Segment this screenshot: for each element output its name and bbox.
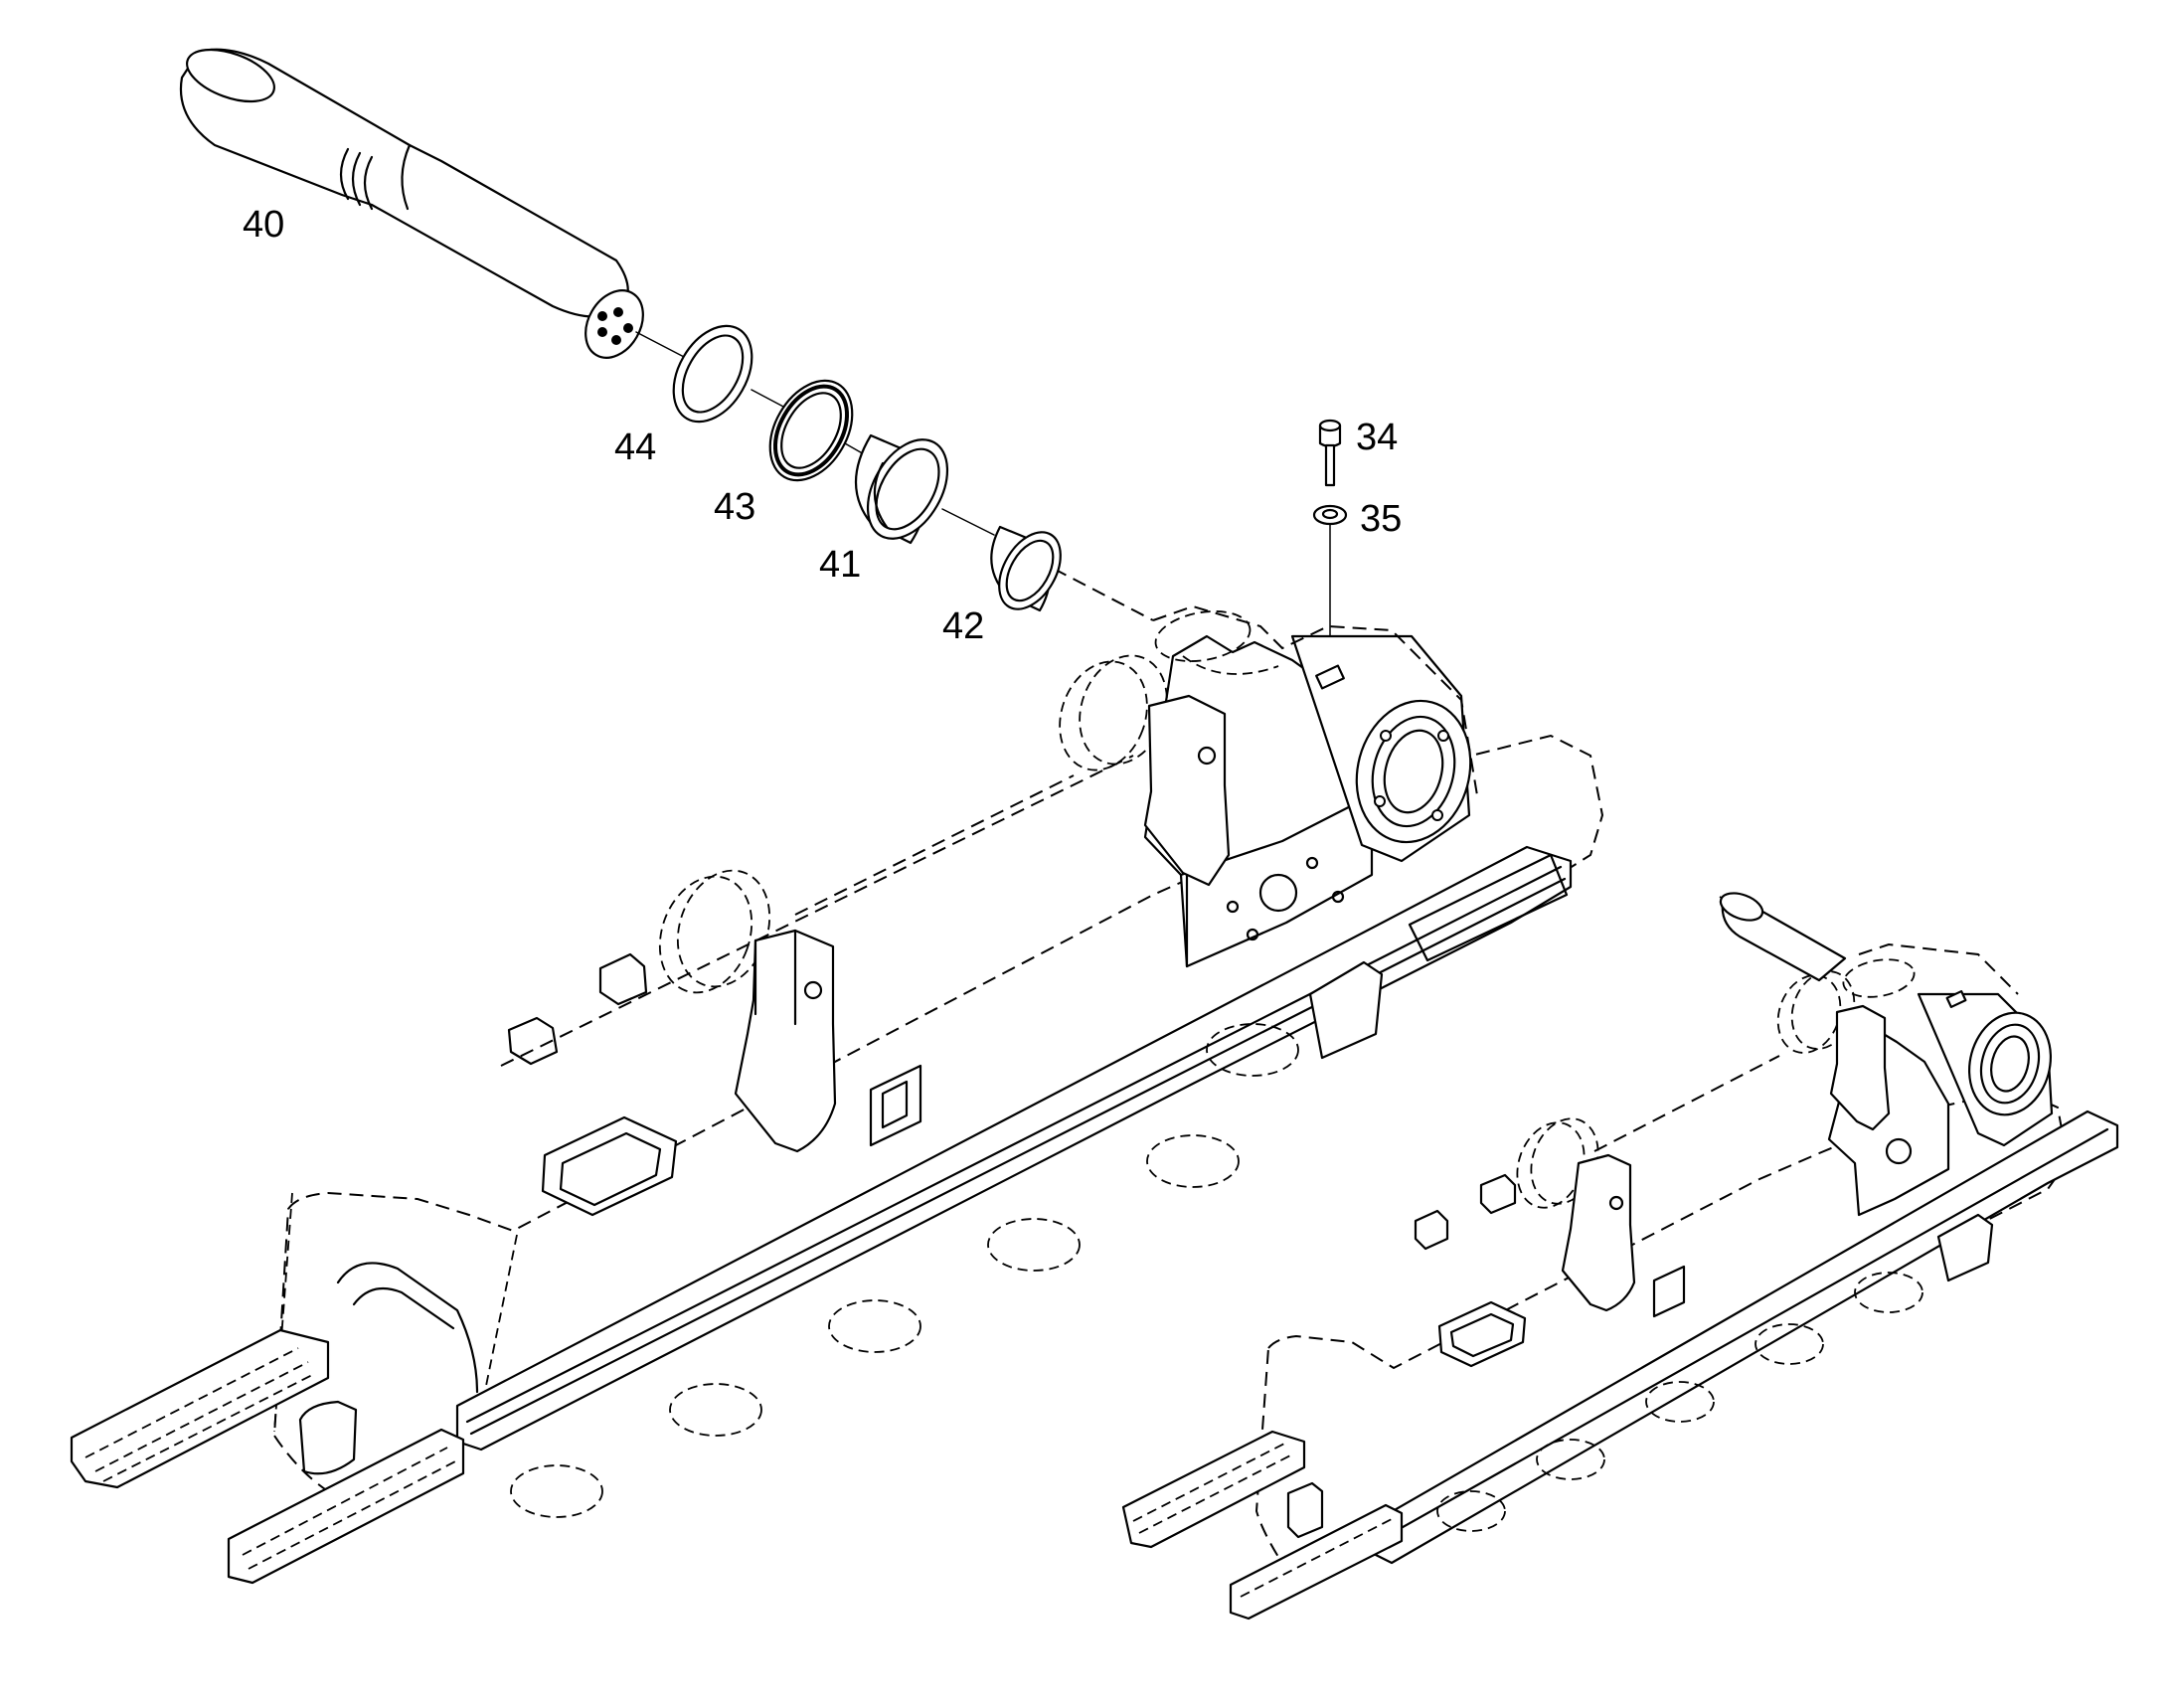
callout-34: 34 bbox=[1356, 417, 1398, 458]
callout-43: 43 bbox=[714, 486, 755, 528]
part-42-small-bushing bbox=[990, 525, 1062, 612]
callout-labels: 40 44 43 41 42 34 35 bbox=[243, 204, 1402, 647]
track-frame-small bbox=[1121, 892, 2119, 1621]
callout-44: 44 bbox=[614, 427, 656, 468]
callout-35: 35 bbox=[1360, 498, 1402, 540]
part-41-bushing bbox=[855, 433, 949, 545]
callout-40: 40 bbox=[243, 204, 284, 246]
track-frame-large bbox=[70, 604, 1604, 1585]
callout-42: 42 bbox=[942, 605, 984, 647]
part-43-seal-ring bbox=[768, 379, 854, 482]
part-40-pin bbox=[179, 48, 644, 359]
callout-41: 41 bbox=[819, 544, 861, 586]
part-44-ring bbox=[672, 324, 753, 424]
part-34-bolt bbox=[1318, 419, 1342, 487]
